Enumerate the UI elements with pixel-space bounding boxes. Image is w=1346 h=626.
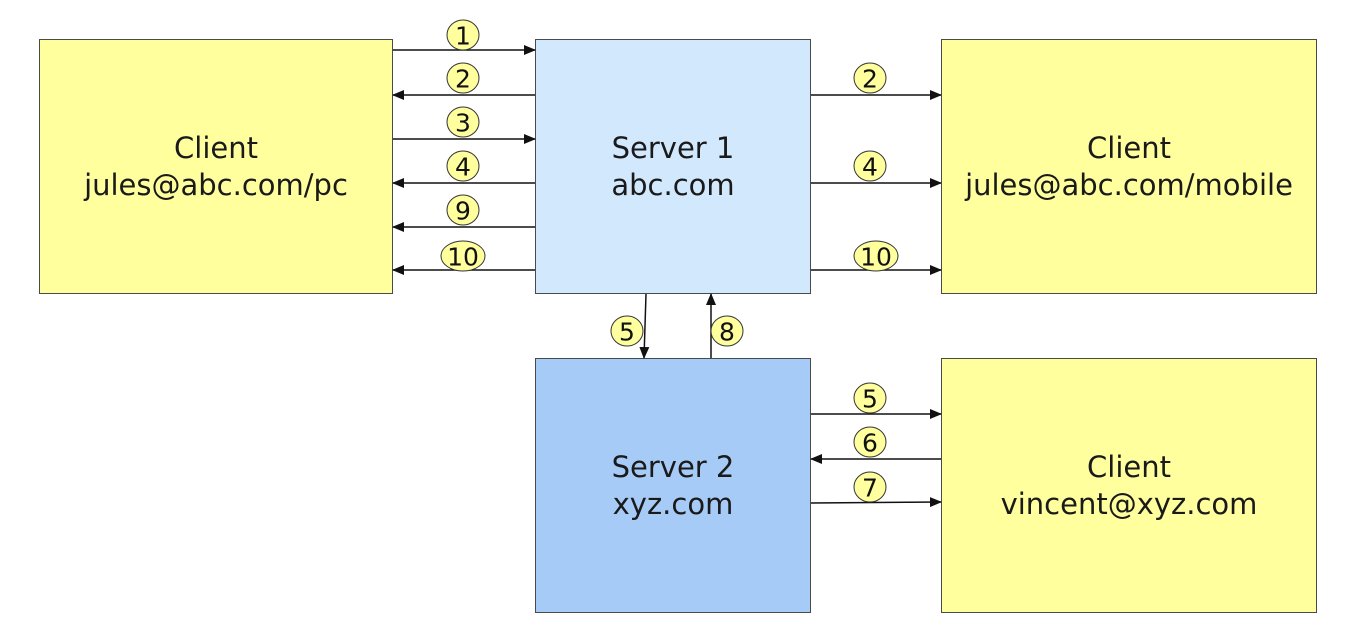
step-badge bbox=[853, 471, 887, 503]
step-badge bbox=[710, 315, 744, 347]
step-badge bbox=[446, 19, 480, 51]
step-number: 2 bbox=[862, 65, 878, 94]
server2-node: Server 2 xyz.com bbox=[535, 358, 811, 613]
server2-domain: xyz.com bbox=[612, 486, 734, 521]
step-badge bbox=[446, 106, 480, 138]
client-mobile-title: Client bbox=[1087, 130, 1171, 165]
client-pc-address: jules@abc.com/pc bbox=[84, 167, 348, 202]
step-badge bbox=[446, 62, 480, 94]
step-number: 8 bbox=[719, 318, 735, 347]
server1-title: Server 1 bbox=[611, 130, 735, 165]
client-vincent-address: vincent@xyz.com bbox=[1000, 486, 1258, 521]
step-number: 3 bbox=[455, 109, 471, 138]
step-badge bbox=[853, 382, 887, 414]
step-number: 4 bbox=[455, 153, 471, 182]
step-number: 1 bbox=[455, 22, 471, 51]
step-number: 5 bbox=[862, 385, 878, 414]
step-badge bbox=[853, 240, 899, 272]
client-vincent-title: Client bbox=[1087, 449, 1171, 484]
step-badge bbox=[853, 150, 887, 182]
step-badge bbox=[853, 62, 887, 94]
step-number: 9 bbox=[455, 197, 471, 226]
step-number: 6 bbox=[862, 429, 878, 458]
arrow-server1-to-server2 bbox=[639, 293, 650, 359]
step-number: 2 bbox=[455, 65, 471, 94]
step-number: 4 bbox=[862, 153, 878, 182]
client-mobile-node: Client jules@abc.com/mobile bbox=[941, 39, 1317, 294]
client-pc-title: Client bbox=[174, 130, 258, 165]
server1-domain: abc.com bbox=[611, 167, 735, 202]
step-badge bbox=[446, 194, 480, 226]
server1-node: Server 1 abc.com bbox=[535, 39, 811, 294]
step-badge bbox=[446, 150, 480, 182]
step-number: 10 bbox=[447, 243, 479, 272]
step-badge bbox=[440, 240, 486, 272]
step-number: 5 bbox=[619, 318, 635, 347]
client-pc-node: Client jules@abc.com/pc bbox=[39, 39, 393, 294]
step-number: 7 bbox=[862, 474, 878, 503]
server2-title: Server 2 bbox=[611, 449, 735, 484]
step-badge bbox=[853, 426, 887, 458]
arrow-server2-to-client_vincent bbox=[810, 497, 942, 508]
client-mobile-address: jules@abc.com/mobile bbox=[965, 167, 1293, 202]
step-badge bbox=[610, 315, 644, 347]
step-number: 10 bbox=[860, 243, 892, 272]
client-vincent-node: Client vincent@xyz.com bbox=[941, 358, 1317, 613]
